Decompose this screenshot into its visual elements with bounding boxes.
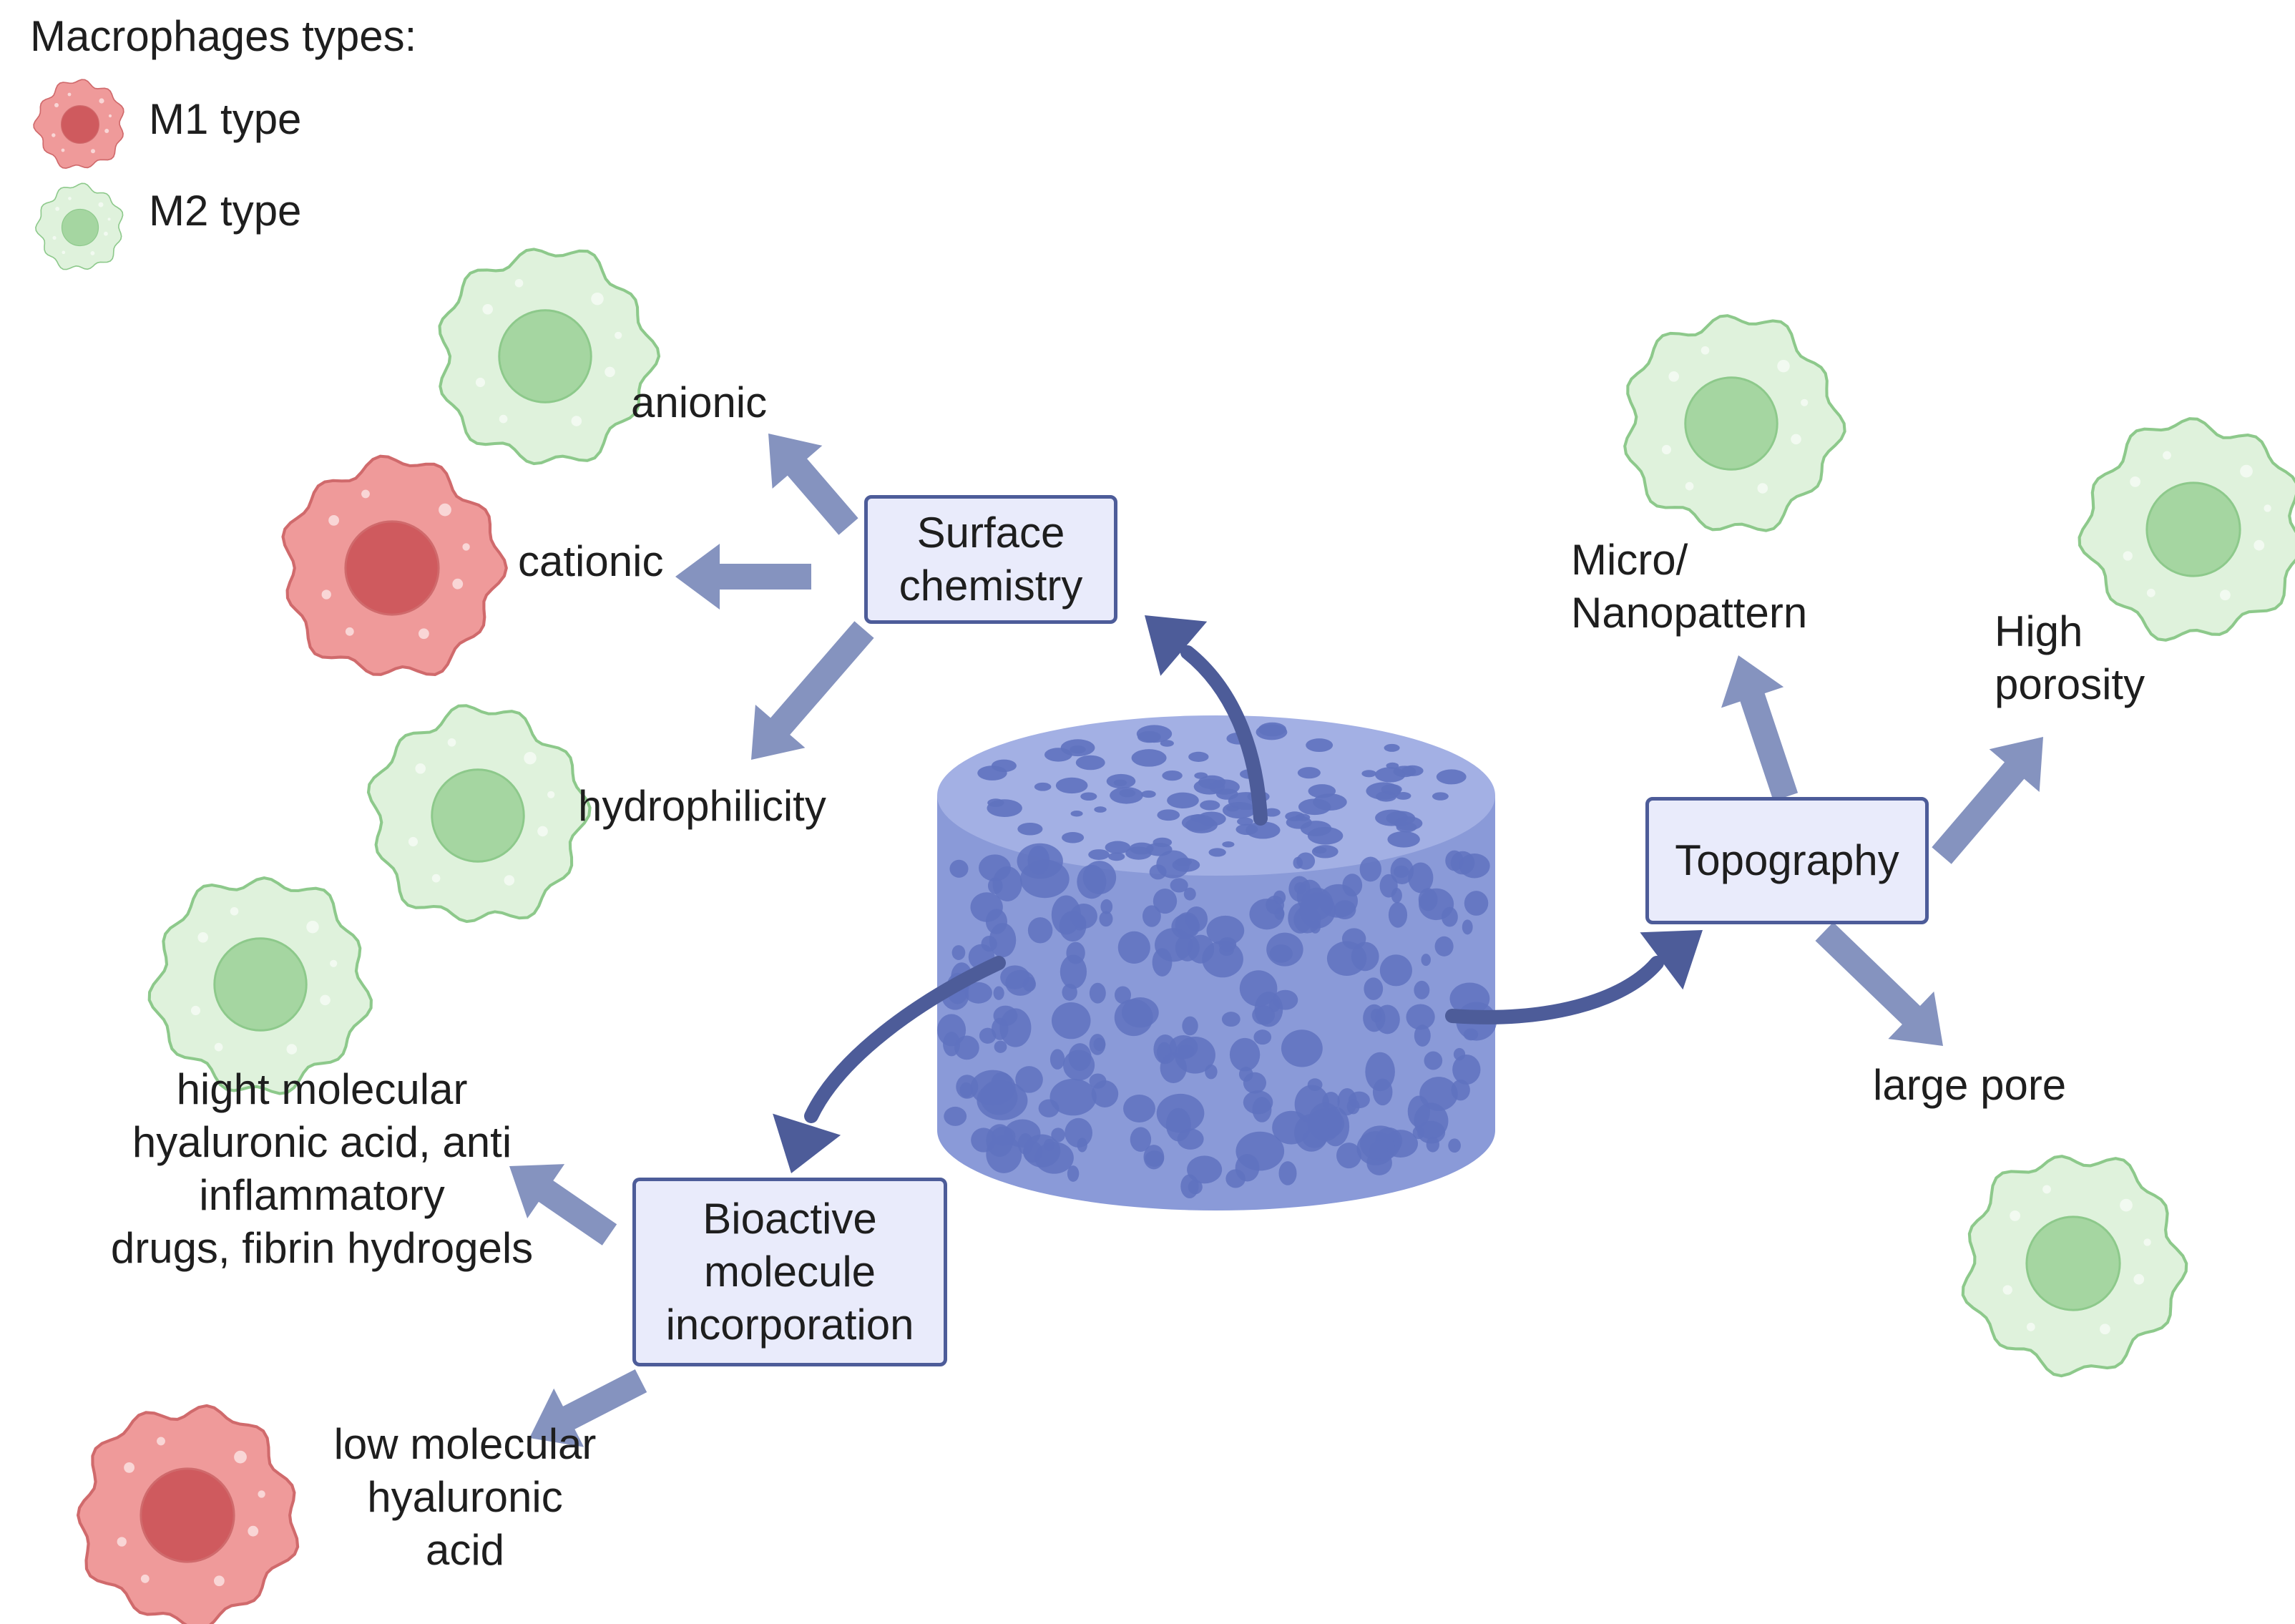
arrow-to-anionic <box>768 434 858 535</box>
macrophage-m2-high-porosity-nucleus <box>2145 481 2241 577</box>
arrow-to-micro-nanopattern <box>1721 655 1799 801</box>
topography-box: Topography <box>1645 797 1929 924</box>
arrow-to-cationic <box>675 544 811 610</box>
high-mw-ha-label: hight molecular hyaluronic acid, anti in… <box>110 1065 534 1272</box>
micro-nanopattern-label: Micro/ Nanopattern <box>1571 536 1808 637</box>
macrophage-m1-cationic <box>281 454 508 676</box>
macrophage-m1-cationic-nucleus <box>344 520 440 616</box>
arrow-to-high-mw-ha <box>509 1164 617 1246</box>
legend-m1-cell-icon-nucleus <box>60 105 99 145</box>
macrophage-m1-low-mw-ha-nucleus <box>140 1467 235 1563</box>
arrow-to-hydrophilicity <box>751 621 874 760</box>
macrophage-cells <box>33 79 2295 1624</box>
anionic-label: anionic <box>631 378 768 426</box>
macrophage-m2-high-mw-ha-nucleus <box>213 937 308 1032</box>
arrows <box>509 434 2043 1447</box>
macrophage-m2-high-porosity <box>2078 417 2295 642</box>
arrow-to-low-mw-ha <box>529 1369 647 1447</box>
surface-chemistry-box: Surface chemistry <box>864 495 1117 624</box>
bioactive-box: Bioactive molecule incorporation <box>632 1178 947 1366</box>
high-porosity-label: High porosity <box>1995 607 2145 708</box>
legend-title: Macrophages types: <box>30 12 417 60</box>
arrow-to-surface-chemistry <box>1145 615 1268 826</box>
hydrophilicity-label: hydrophilicity <box>578 782 826 830</box>
arrow-to-topography <box>1445 930 1703 1024</box>
legend-m1-label: M1 type <box>149 95 302 143</box>
legend-m2-cell-icon-nucleus <box>61 208 99 247</box>
topography-label: Topography <box>1675 836 1899 884</box>
macrophage-m2-large-pore <box>1961 1155 2188 1378</box>
macrophage-m2-hydrophilicity-nucleus <box>431 768 525 863</box>
surface-chemistry-label: Surface chemistry <box>899 509 1083 610</box>
bioactive-label: Bioactive molecule incorporation <box>665 1195 914 1349</box>
arrow-to-large-pore <box>1815 922 1943 1046</box>
macrophage-m2-hydrophilicity <box>366 704 592 924</box>
legend-m2-label: M2 type <box>149 187 302 235</box>
low-mw-ha-label: low molecular hyaluronic acid <box>333 1420 597 1574</box>
arrow-to-bioactive <box>773 956 1006 1173</box>
macrophage-m2-anionic-nucleus <box>498 309 592 403</box>
macrophage-m2-high-mw-ha <box>147 876 373 1095</box>
macrophage-m2-micropattern <box>1623 314 1846 532</box>
legend-m1-cell-icon <box>33 79 124 170</box>
cationic-label: cationic <box>518 537 664 585</box>
large-pore-label: large pore <box>1873 1061 2067 1109</box>
macrophage-m1-low-mw-ha <box>76 1404 300 1624</box>
porous-scaffold <box>936 715 1497 1210</box>
arrow-to-high-porosity <box>1932 737 2043 864</box>
legend-m2-cell-icon <box>35 182 124 270</box>
macrophage-m2-anionic <box>438 248 661 466</box>
macrophage-m2-micropattern-nucleus <box>1684 376 1778 471</box>
macrophage-m2-large-pore-nucleus <box>2025 1215 2121 1311</box>
